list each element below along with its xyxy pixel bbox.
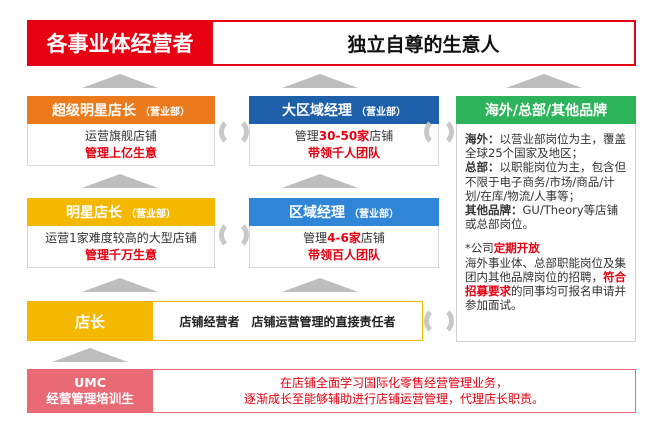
- umc-desc: 在店铺全面学习国际化零售经营管理业务， 逐渐成长至能够辅助进行店铺运营管理，代理…: [153, 369, 636, 413]
- up-arrow-icon: [82, 74, 158, 88]
- regional-header: 区域经理 （营业部）: [249, 198, 439, 226]
- banner-left-title: 各事业体经营者: [27, 20, 213, 66]
- star-header: 明星店长 （营业部）: [27, 198, 215, 226]
- regional-tag: （营业部）: [349, 208, 399, 220]
- regional-count: 4-6家: [327, 230, 361, 245]
- overseas-header: 海外/总部/其他品牌: [456, 96, 636, 124]
- cycle-icon: [424, 306, 454, 336]
- umc-line2: 逐渐成长至能够辅助进行店铺运营管理，代理店长职责。: [243, 392, 544, 406]
- store-manager-desc2: 店铺运营管理的直接责任者: [251, 314, 396, 329]
- star-title: 明星店长: [66, 205, 122, 221]
- regional-big-header: 大区域经理 （营业部）: [249, 96, 439, 124]
- banner-right-title: 独立自尊的生意人: [213, 20, 636, 66]
- regional-big-count: 30-50家: [318, 128, 370, 143]
- super-star-tag: （营业部）: [140, 106, 190, 118]
- super-star-header: 超级明星店长 （营业部）: [27, 96, 215, 124]
- up-arrow-icon: [52, 348, 128, 362]
- up-arrow-icon: [282, 174, 358, 188]
- super-star-line2: 管理上亿生意: [84, 145, 157, 160]
- overseas-body: 海外：以营业部岗位为主，覆盖全球25个国家及地区； 总部：以职能岗位为主，包含但…: [456, 124, 636, 342]
- star-line2: 管理千万生意: [84, 247, 157, 262]
- cycle-icon: [219, 117, 249, 147]
- cycle-icon: [219, 220, 249, 250]
- star-line1: 运营1家难度较高的大型店铺: [45, 230, 197, 245]
- regional-line1: 管理4-6家店铺: [303, 230, 385, 245]
- umc-title: UMC 经营管理培训生: [27, 369, 153, 413]
- up-arrow-icon: [282, 74, 358, 88]
- recruit-note: *公司定期开放海外事业体、总部职能岗位及集团内其他品牌岗位的招聘，符合招募要求的…: [465, 241, 626, 313]
- store-manager-desc1: 店铺经营者: [179, 314, 240, 329]
- store-manager-desc: 店铺经营者 店铺运营管理的直接责任者: [153, 301, 423, 341]
- star-body: 运营1家难度较高的大型店铺 管理千万生意: [27, 226, 215, 268]
- star-tag: （营业部）: [126, 208, 176, 220]
- up-arrow-icon: [506, 74, 582, 88]
- super-star-title: 超级明星店长: [52, 103, 136, 119]
- umc-line1: 在店铺全面学习国际化零售经营管理业务，: [279, 376, 508, 390]
- umc-title1: UMC: [74, 375, 106, 390]
- regional-big-line1: 管理30-50家店铺: [294, 128, 394, 143]
- regional-big-line2: 带领千人团队: [307, 145, 380, 160]
- umc-title2: 经营管理培训生: [46, 391, 134, 406]
- cycle-icon: [424, 117, 454, 147]
- regional-body: 管理4-6家店铺 带领百人团队: [249, 226, 439, 268]
- regional-big-title: 大区域经理: [282, 103, 352, 119]
- super-star-line1: 运营旗舰店铺: [84, 128, 157, 143]
- up-arrow-icon: [282, 278, 358, 292]
- regional-line2: 带领百人团队: [307, 247, 380, 262]
- store-manager-title: 店长: [27, 301, 153, 341]
- other-brand-para: 其他品牌：GU/Theory等店铺或总部岗位。: [465, 203, 619, 232]
- regional-big-body: 管理30-50家店铺 带领千人团队: [249, 124, 439, 166]
- regional-title: 区域经理: [289, 205, 345, 221]
- hq-para: 总部：以职能岗位为主，包含但不限于电子商务/市场/商品/计划/在库/物流/人事等…: [465, 160, 626, 203]
- up-arrow-icon: [82, 174, 158, 188]
- regional-big-tag: （营业部）: [356, 106, 406, 118]
- super-star-body: 运营旗舰店铺 管理上亿生意: [27, 124, 215, 166]
- overseas-para: 海外：以营业部岗位为主，覆盖全球25个国家及地区；: [465, 132, 626, 161]
- up-arrow-icon: [82, 278, 158, 292]
